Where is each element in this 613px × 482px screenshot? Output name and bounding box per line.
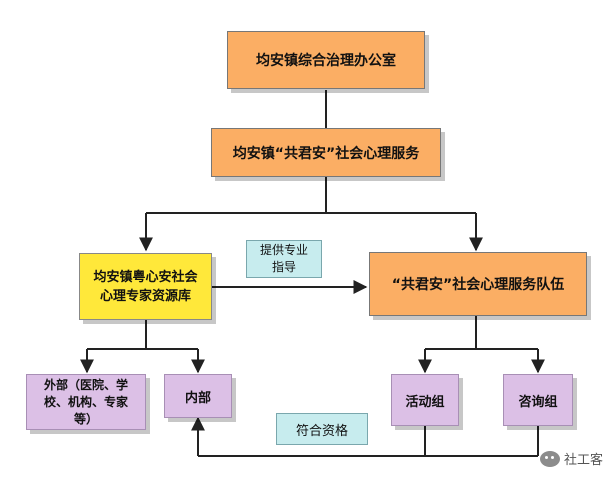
node-team-label: “共君安”社会心理服务队伍 [391, 277, 565, 293]
node-resource-lib: 均安镇粤心安社会心理专家资源库 [79, 253, 212, 320]
node-office-label: 均安镇综合治理办公室 [256, 53, 396, 69]
node-consult-label: 咨询组 [518, 394, 558, 410]
node-external-label: 外部（医院、学校、机构、专家等） [43, 377, 128, 426]
label-guidance: 提供专业指导 [246, 240, 322, 278]
node-external: 外部（医院、学校、机构、专家等） [26, 374, 146, 430]
node-activity-label: 活动组 [405, 394, 445, 410]
node-internal-label: 内部 [184, 390, 211, 406]
node-internal: 内部 [164, 374, 232, 418]
wechat-icon [539, 450, 560, 467]
node-activity: 活动组 [391, 374, 459, 426]
node-team: “共君安”社会心理服务队伍 [369, 252, 587, 316]
watermark-text: 社工客 [563, 453, 603, 468]
node-resource-lib-label: 均安镇粤心安社会心理专家资源库 [93, 269, 198, 304]
label-guidance-text: 提供专业指导 [259, 243, 308, 274]
node-office: 均安镇综合治理办公室 [227, 31, 425, 89]
node-service: 均安镇“共君安”社会心理服务 [211, 128, 441, 177]
label-qualify-text: 符合资格 [295, 423, 348, 439]
label-qualify: 符合资格 [276, 413, 368, 445]
node-service-label: 均安镇“共君安”社会心理服务 [232, 145, 420, 162]
node-consult: 咨询组 [503, 374, 573, 426]
watermark: 社工客 [539, 449, 603, 468]
